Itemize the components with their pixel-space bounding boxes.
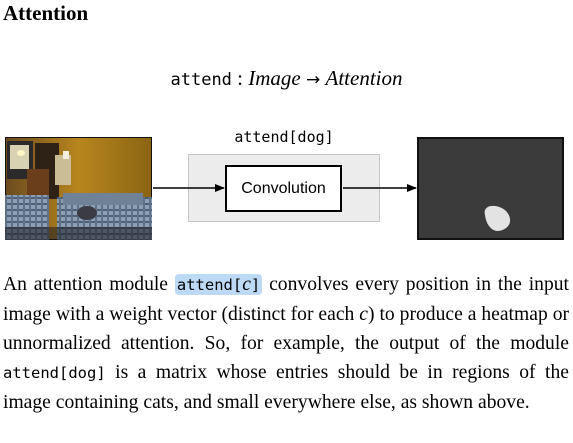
attention-diagram: attend[dog] Convolution — [5, 128, 564, 240]
output-heatmap — [417, 137, 564, 240]
inline-code-attend-dog: attend[dog] — [3, 364, 106, 382]
highlighted-module-name: attend[c] — [174, 274, 263, 295]
input-photo — [5, 137, 152, 240]
module-signature: attend : Image → Attention — [0, 66, 573, 92]
convolution-box: Convolution — [225, 165, 342, 212]
signature-input-type: Image — [248, 66, 301, 90]
module-label: attend[dog] — [234, 128, 334, 146]
description-paragraph: An attention module attend[c] convolves … — [3, 274, 570, 413]
signature-arrow: → — [306, 70, 321, 90]
section-heading: Attention — [3, 1, 89, 25]
signature-module: attend — [170, 70, 232, 90]
flow-arrows — [153, 184, 417, 192]
signature-output-type: Attention — [325, 66, 403, 90]
signature-colon: : — [237, 66, 244, 90]
